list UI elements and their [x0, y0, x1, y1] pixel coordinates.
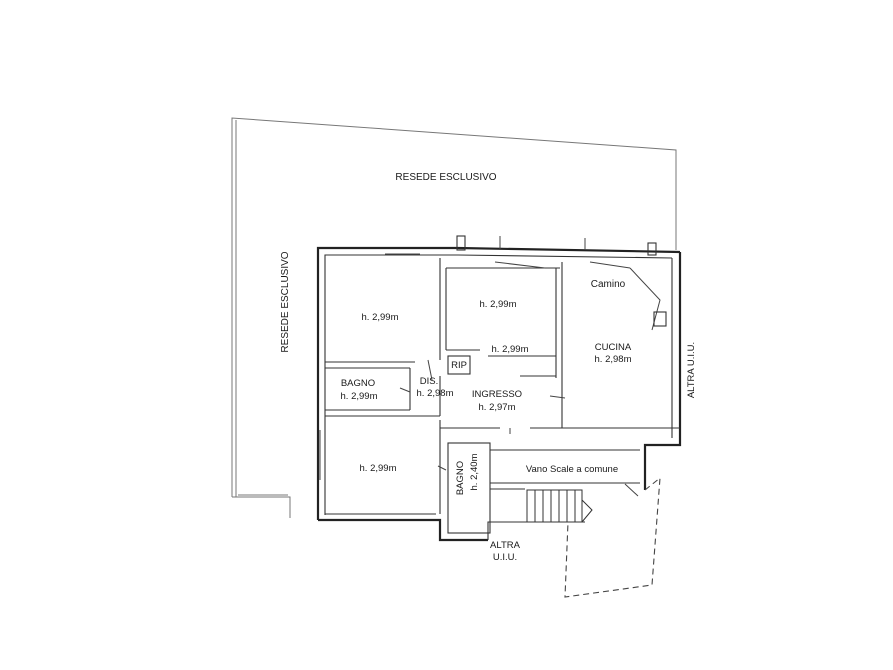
resede-left-label: RESEDE ESCLUSIVO	[280, 251, 291, 352]
room1-height-label: h. 2,99m	[362, 312, 399, 323]
ingresso-name-label: INGRESSO	[472, 389, 522, 400]
house-outer-walls	[316, 246, 682, 542]
room2-height-label: h. 2,99m	[480, 299, 517, 310]
altra-uiu-right-label: ALTRA U.I.U.	[686, 342, 697, 398]
door-symbols	[319, 235, 667, 497]
staircase	[526, 489, 593, 523]
ingresso-height-label: h. 2,97m	[479, 402, 516, 413]
dis-height-label: h. 2,98m	[417, 388, 454, 399]
room3-height-label: h. 2,99m	[360, 463, 397, 474]
corridor-height-label: h. 2,99m	[492, 344, 529, 355]
resede-boundary	[231, 117, 677, 518]
dashed-boundary	[564, 476, 661, 598]
altra-bottom-label-1: ALTRA	[490, 540, 521, 551]
interior-walls	[325, 258, 680, 534]
bagno2-name-label: BAGNO	[455, 461, 466, 495]
resede-top-label: RESEDE ESCLUSIVO	[395, 172, 496, 183]
bagno1-name-label: BAGNO	[341, 378, 375, 389]
altra-bottom-label-2: U.I.U.	[493, 552, 517, 563]
dis-name-label: DIS.	[420, 376, 438, 387]
rip-label: RIP	[451, 360, 467, 371]
bagno1-height-label: h. 2,99m	[341, 391, 378, 402]
cucina-name-label: CUCINA	[595, 342, 632, 353]
vano-scale-label: Vano Scale a comune	[526, 464, 618, 475]
cucina-height-label: h. 2,98m	[595, 354, 632, 365]
camino-label: Camino	[591, 279, 626, 290]
bagno2-height-label: h. 2,40m	[469, 453, 480, 490]
